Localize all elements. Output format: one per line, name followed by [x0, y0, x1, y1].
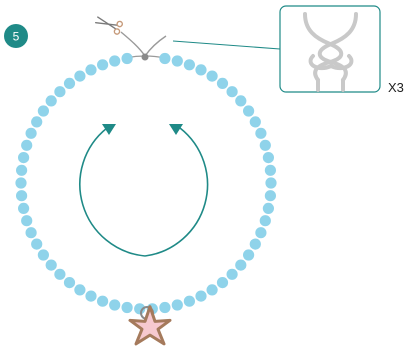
bead — [121, 52, 133, 65]
rotation-arrows-icon — [79, 124, 209, 257]
bead — [31, 238, 43, 250]
bead — [97, 295, 109, 307]
bead — [18, 152, 30, 164]
bead — [31, 116, 43, 128]
bead — [262, 152, 274, 164]
step-number: 5 — [13, 30, 20, 44]
knot — [141, 53, 149, 61]
bead — [226, 268, 238, 280]
bead-ring — [15, 52, 277, 315]
bead — [171, 299, 183, 311]
bead — [195, 290, 207, 302]
bead — [226, 86, 238, 98]
bead — [235, 95, 247, 107]
bead — [45, 259, 57, 271]
square-knot-icon — [303, 12, 358, 92]
bead — [37, 105, 50, 117]
bead — [134, 303, 146, 315]
bead — [109, 55, 121, 67]
bead — [259, 215, 271, 227]
bead — [195, 64, 207, 76]
bead — [21, 215, 33, 227]
bead — [25, 127, 37, 139]
step-badge-icon: 5 — [4, 24, 28, 48]
bead — [265, 177, 277, 189]
bead — [206, 284, 218, 296]
bead — [264, 164, 276, 176]
bead — [54, 86, 66, 98]
bead — [54, 268, 66, 280]
bead — [206, 70, 218, 82]
bead — [216, 277, 229, 289]
bead — [85, 64, 97, 76]
bead — [249, 116, 261, 128]
bead — [25, 227, 37, 239]
bead — [249, 238, 261, 250]
bead — [262, 202, 274, 214]
scissors-icon — [94, 16, 124, 35]
knot-detail-box — [279, 5, 381, 93]
bead — [255, 127, 267, 139]
starfish-charm-icon — [128, 305, 172, 346]
callout-line — [172, 40, 281, 50]
bead — [243, 249, 255, 261]
bead — [121, 301, 133, 314]
bead — [264, 190, 276, 202]
bead — [109, 299, 121, 311]
bead — [21, 139, 33, 151]
bead — [259, 139, 271, 151]
bead — [97, 59, 109, 71]
bead — [183, 295, 195, 307]
bead — [74, 284, 86, 296]
bead — [159, 301, 171, 314]
repeat-count: X3 — [388, 80, 404, 95]
bead — [18, 202, 30, 214]
bead — [183, 59, 195, 71]
bead — [255, 227, 267, 239]
bead — [85, 290, 97, 302]
bead — [235, 259, 247, 271]
bead — [74, 70, 86, 82]
bead — [243, 105, 255, 117]
bead — [216, 77, 229, 89]
bead — [159, 52, 171, 65]
bead — [171, 55, 183, 67]
bead — [45, 95, 57, 107]
arrowhead-left — [102, 124, 116, 135]
arrowhead-right — [169, 124, 183, 135]
bead — [15, 177, 27, 189]
bead — [16, 190, 28, 202]
bead — [63, 77, 76, 89]
bead — [16, 164, 28, 176]
bead — [37, 249, 50, 261]
bead — [63, 277, 76, 289]
